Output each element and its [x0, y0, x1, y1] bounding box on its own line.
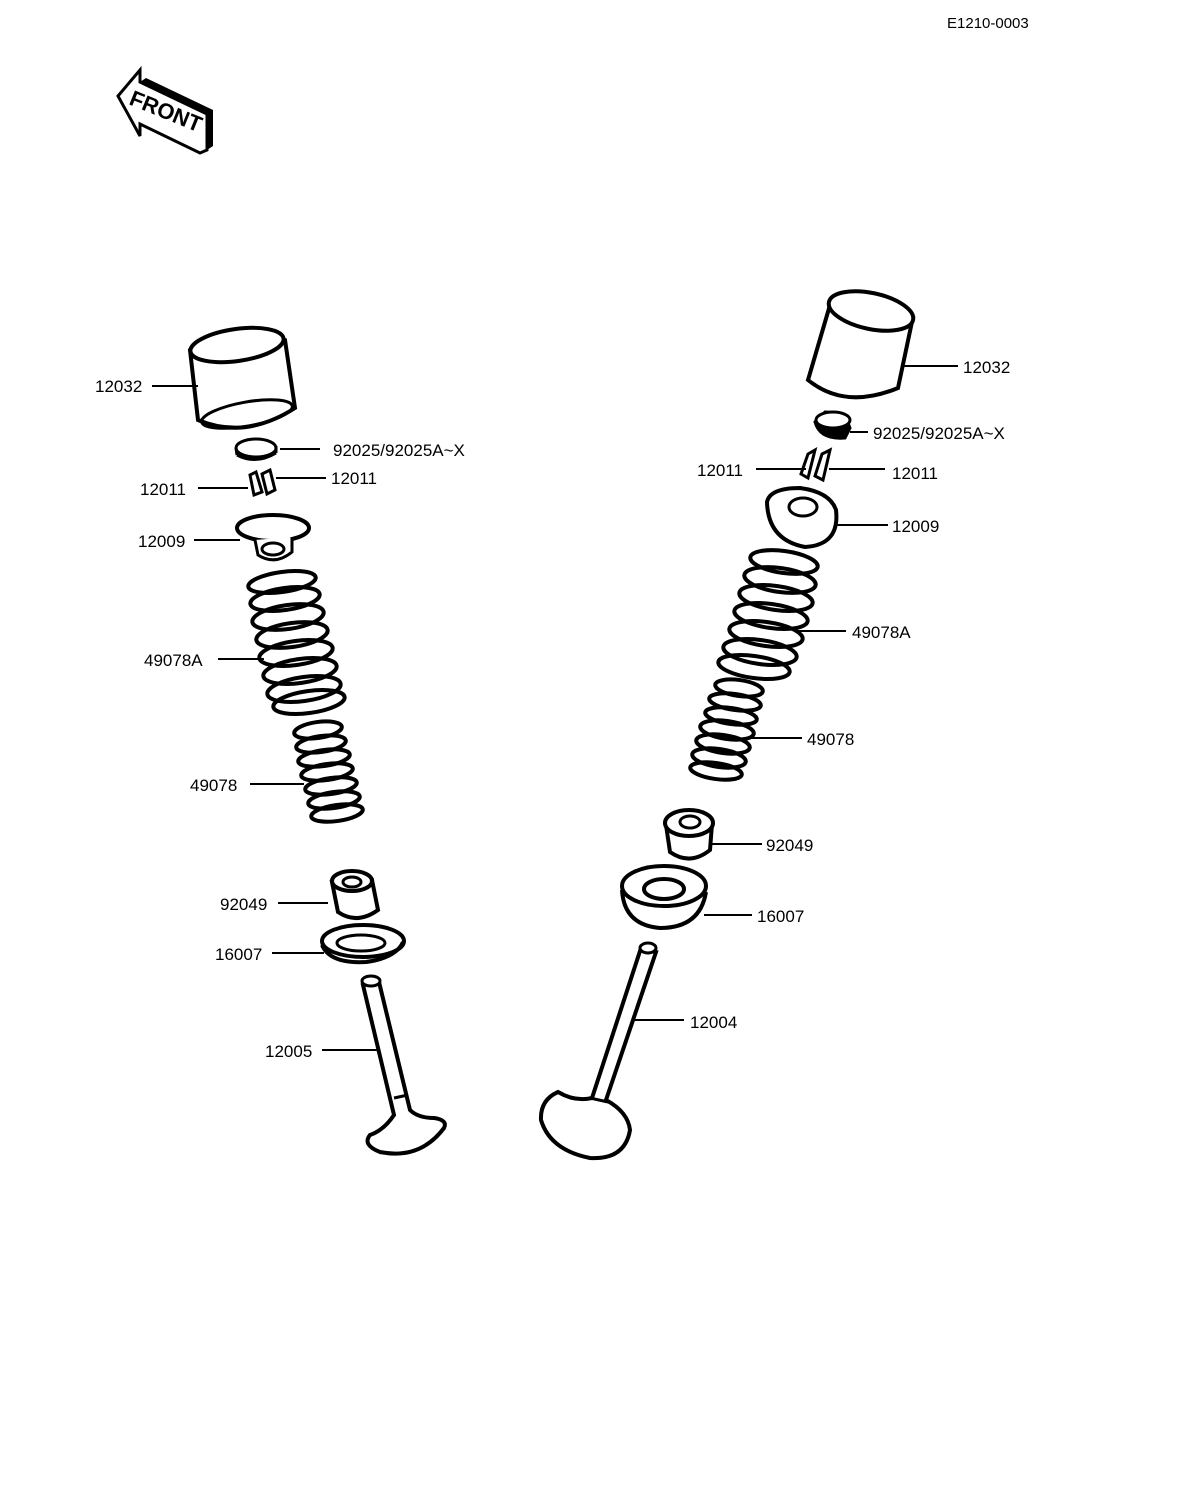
left-inner-spring-label: 49078: [190, 776, 237, 795]
left-collet-right-label: 12011: [331, 469, 377, 488]
right-collets: [799, 446, 833, 483]
right-inner-spring-label: 49078: [807, 730, 854, 749]
right-inner-spring: [688, 677, 765, 782]
left-tappet-label: 12032: [95, 377, 142, 396]
left-inner-spring: [292, 719, 365, 824]
left-seat: [320, 923, 406, 965]
right-tappet-label: 12032: [963, 358, 1010, 377]
right-seal: [663, 808, 715, 861]
left-seal-label: 92049: [220, 895, 267, 914]
left-valve: [360, 974, 447, 1156]
right-seat-label: 16007: [757, 907, 804, 926]
right-collet-left-label: 12011: [697, 461, 743, 480]
left-tappet: [187, 325, 298, 430]
right-shim: [813, 410, 852, 440]
diagram-code: E1210-0003: [947, 15, 1029, 32]
front-arrow-icon: FRONT: [116, 65, 213, 155]
right-seat: [620, 864, 708, 931]
left-shim: [234, 437, 278, 461]
right-seal-label: 92049: [766, 836, 813, 855]
left-retainer: [235, 513, 311, 562]
right-outer-spring: [716, 548, 820, 681]
left-valve-label: 12005: [265, 1042, 312, 1061]
right-valve-label: 12004: [690, 1013, 737, 1032]
right-retainer: [764, 485, 839, 550]
left-outer-spring: [246, 569, 347, 716]
left-outer-spring-label: 49078A: [144, 651, 203, 670]
left-retainer-label: 12009: [138, 532, 185, 551]
left-seat-label: 16007: [215, 945, 262, 964]
right-collet-right-label: 12011: [892, 464, 938, 483]
right-valve-assembly: 12032 92025/92025A~X 12011 12011 12009: [538, 289, 1010, 1161]
left-shim-label: 92025/92025A~X: [333, 441, 465, 460]
right-retainer-label: 12009: [892, 517, 939, 536]
left-collets: [248, 467, 277, 498]
right-shim-label: 92025/92025A~X: [873, 424, 1005, 443]
right-valve: [538, 941, 659, 1161]
left-valve-assembly: 12032 92025/92025A~X 12011 12011 12009: [95, 325, 465, 1156]
left-collet-left-label: 12011: [140, 480, 186, 499]
left-seal: [329, 869, 381, 920]
right-outer-spring-label: 49078A: [852, 623, 911, 642]
right-tappet: [805, 289, 916, 400]
